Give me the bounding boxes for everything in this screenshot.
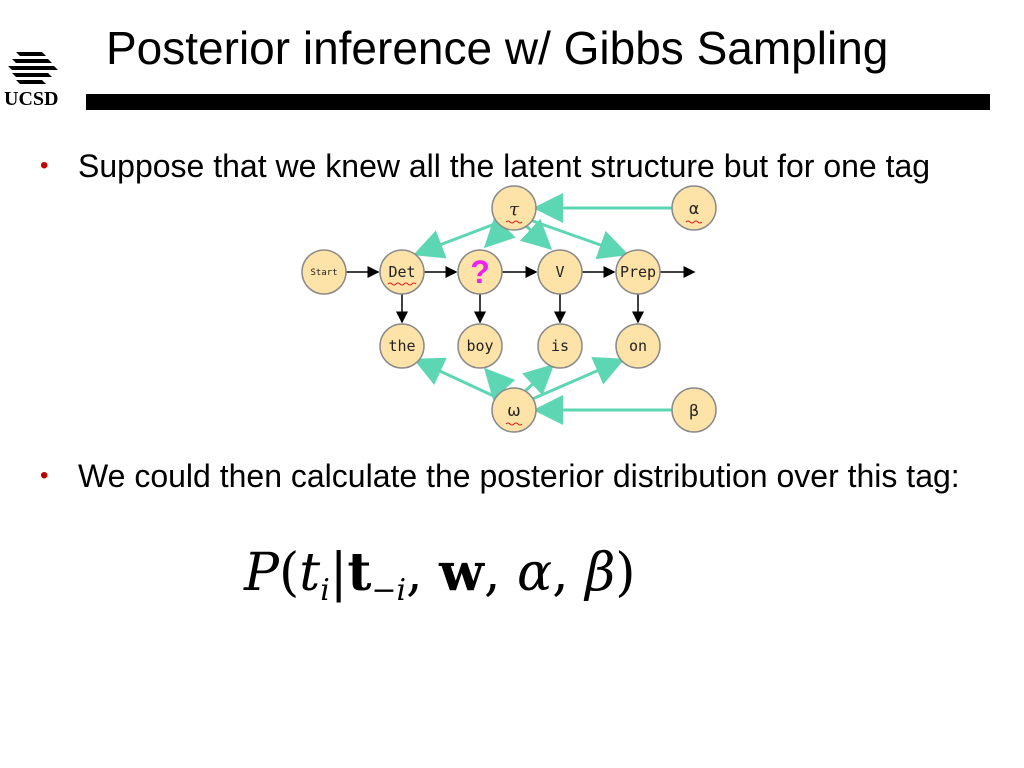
label-is: is (551, 337, 569, 355)
node-prep (615, 249, 661, 295)
node-boy (457, 323, 503, 369)
label-start: Start (310, 268, 337, 278)
node-omega (491, 387, 537, 433)
formula-t: t (299, 543, 321, 603)
squiggle-tau (505, 220, 523, 224)
label-boy: boy (466, 337, 493, 355)
edge-tau-unknown (483, 216, 516, 249)
title-underline-bar (86, 94, 990, 110)
formula-bold-t: t (347, 542, 372, 603)
node-on (615, 323, 661, 369)
ucsd-logo (8, 52, 58, 84)
edge-tau-prep (529, 218, 629, 260)
node-beta (671, 387, 717, 433)
formula-beta: β (585, 543, 616, 603)
label-v: V (555, 263, 564, 281)
label-on: on (629, 337, 647, 355)
label-omega: ω (507, 401, 520, 420)
edge-omega-is (520, 363, 555, 396)
formula-alpha: α (517, 543, 553, 603)
node-unknown (457, 249, 503, 295)
edge-omega-boy (483, 367, 516, 401)
node-start (301, 249, 347, 295)
formula-sub-minus-i: −i (371, 573, 407, 608)
label-prep: Prep (620, 263, 656, 281)
node-tau (491, 185, 537, 231)
graphical-model-diagram: τ α Start Det ? V Prep the boy is on ω β (301, 185, 717, 433)
node-v (537, 249, 583, 295)
squiggle-omega (505, 422, 523, 426)
node-is (537, 323, 583, 369)
formula-sub-i: i (320, 573, 330, 608)
bullet-dot: • (40, 462, 49, 489)
edge-tau-v (519, 218, 553, 251)
label-tau: τ (509, 199, 520, 220)
node-the (379, 323, 425, 369)
logo-wordmark: UCSD (4, 88, 59, 110)
edge-tau-det (413, 220, 501, 259)
squiggle-det (387, 282, 417, 286)
bullet-text: Suppose that we knew all the latent stru… (78, 148, 931, 184)
squiggle-alpha (685, 220, 703, 224)
bullet-text: We could then calculate the posterior di… (78, 458, 960, 494)
label-unknown: ? (470, 254, 490, 290)
bullet-dot: • (40, 152, 49, 179)
formula-bold-w: w (439, 542, 484, 603)
label-beta: β (689, 401, 699, 420)
formula-p: P (244, 543, 279, 603)
label-the: the (388, 337, 415, 355)
slide-title: Posterior inference w/ Gibbs Sampling (106, 22, 889, 74)
label-alpha: α (689, 199, 700, 218)
edge-omega-on (529, 357, 625, 402)
posterior-formula: P(ti|t−i, w, α, β) (244, 542, 636, 608)
node-alpha (671, 185, 717, 231)
label-det: Det (388, 263, 415, 281)
